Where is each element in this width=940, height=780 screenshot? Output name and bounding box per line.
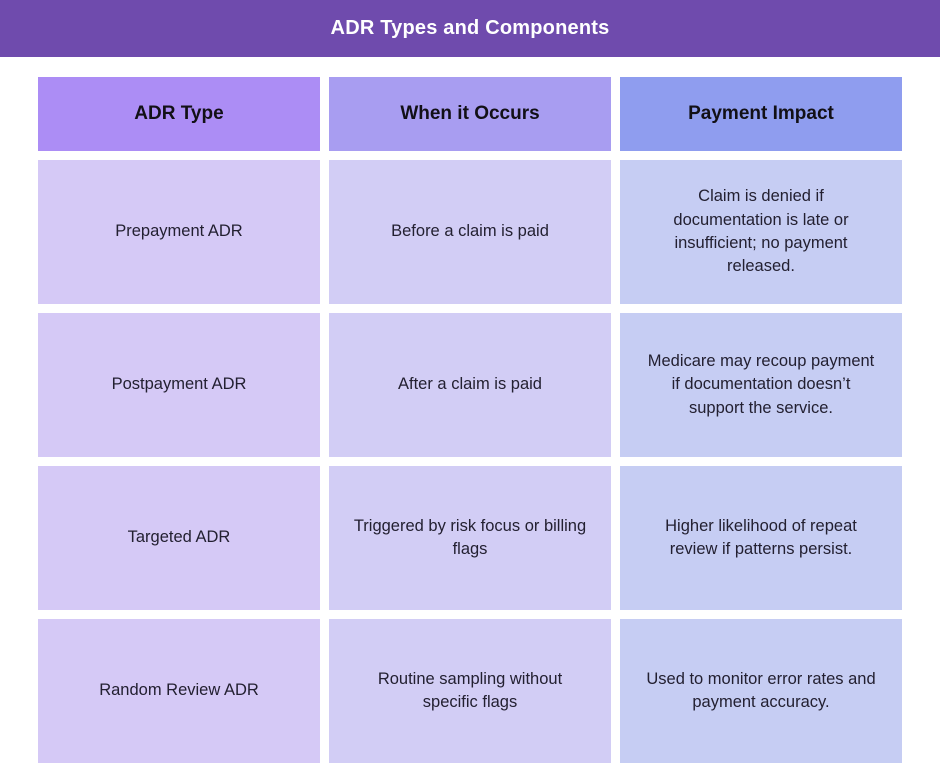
cell-when-prepayment: Before a claim is paid: [329, 160, 611, 304]
cell-when-random-review: Routine sampling without specific flags: [329, 619, 611, 763]
column-header-payment-impact: Payment Impact: [620, 77, 902, 151]
cell-when-postpayment: After a claim is paid: [329, 313, 611, 457]
adr-table: ADR Type When it Occurs Payment Impact P…: [38, 77, 902, 763]
column-header-when-it-occurs: When it Occurs: [329, 77, 611, 151]
page-title: ADR Types and Components: [330, 17, 610, 39]
cell-adr-type-random-review: Random Review ADR: [38, 619, 320, 763]
cell-adr-type-targeted: Targeted ADR: [38, 466, 320, 610]
cell-impact-random-review: Used to monitor error rates and payment …: [620, 619, 902, 763]
cell-impact-prepayment: Claim is denied if documentation is late…: [620, 160, 902, 304]
column-header-adr-type: ADR Type: [38, 77, 320, 151]
cell-impact-targeted: Higher likelihood of repeat review if pa…: [620, 466, 902, 610]
title-banner: ADR Types and Components: [0, 0, 940, 57]
cell-adr-type-prepayment: Prepayment ADR: [38, 160, 320, 304]
cell-impact-postpayment: Medicare may recoup payment if documenta…: [620, 313, 902, 457]
cell-when-targeted: Triggered by risk focus or billing flags: [329, 466, 611, 610]
cell-adr-type-postpayment: Postpayment ADR: [38, 313, 320, 457]
